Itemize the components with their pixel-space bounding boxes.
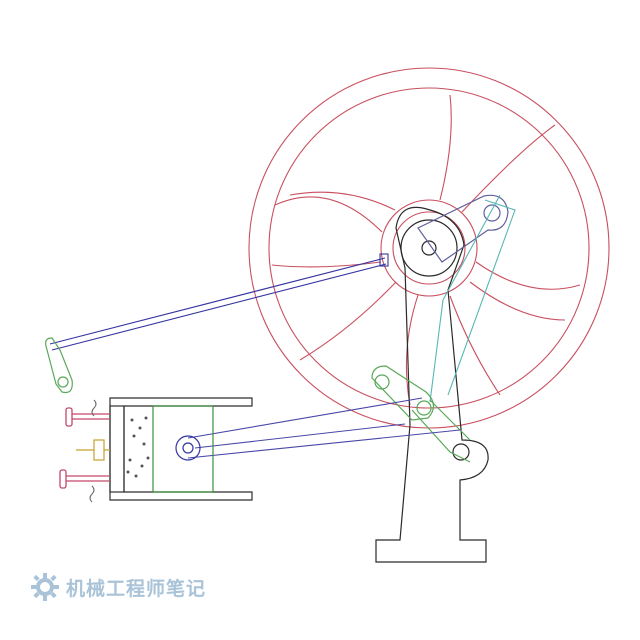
flywheel-spoke: [299, 281, 397, 361]
connecting-rod-line: [187, 429, 461, 459]
lower-link: [371, 365, 471, 463]
lower-pivot: [452, 443, 470, 461]
spark-plug: [76, 439, 110, 461]
intake-valve-head: [65, 407, 73, 427]
main-shaft: [421, 240, 437, 256]
flywheel-spoke: [289, 191, 396, 211]
upper-rod-end: [379, 253, 389, 267]
wrist-pin: [175, 435, 201, 461]
combustion-particles: [126, 416, 150, 478]
flywheel-spoke: [449, 295, 501, 396]
upper-rod-line: [49, 257, 386, 345]
gear-icon: [31, 573, 59, 601]
wrist-pin-outer: [175, 435, 201, 461]
flywheel-spoke: [475, 261, 581, 290]
lower-link-pin: [416, 400, 432, 416]
flywheel-outer-rim: [248, 67, 610, 429]
valve-spring: [91, 399, 97, 417]
cylinder-head: [109, 405, 125, 493]
cylinder-wall: [109, 397, 253, 501]
exhaust-valve: [59, 469, 110, 489]
rocker-arm-body: [45, 337, 73, 394]
flywheel-spoke: [271, 261, 382, 268]
valve-spring: [89, 485, 95, 503]
flywheel-spoke: [274, 196, 383, 233]
crank-pin: [483, 204, 501, 222]
upper-rod: [49, 253, 389, 351]
main-bearing: [400, 219, 458, 277]
wrist-pin-inner: [182, 442, 194, 454]
watermark-text: 机械工程师笔记: [66, 577, 207, 600]
flywheel-hub-inner: [392, 211, 466, 285]
rocker-arm: [45, 337, 73, 394]
flywheel: [248, 67, 610, 429]
piston: [152, 405, 214, 493]
flywheel-spoke: [461, 124, 556, 213]
valve-springs: [89, 399, 97, 503]
valve-link-rod: [429, 194, 516, 403]
connecting-rod-line: [187, 397, 423, 439]
upper-rod-line: [51, 263, 387, 351]
connecting-rods: [187, 397, 461, 459]
crank-arm-body: [417, 194, 509, 263]
piston-rod-line: [194, 423, 406, 449]
rocker-pivot: [57, 376, 69, 388]
cylinder: [109, 397, 253, 501]
lower-link-arm: [411, 399, 471, 463]
spark-plug-body: [93, 439, 105, 461]
watermark: 机械工程师笔记: [30, 572, 206, 602]
frame-pedestal: [375, 206, 489, 563]
flywheel-hub: [380, 199, 478, 297]
lower-link-body: [371, 365, 435, 421]
intake-valve: [65, 407, 110, 427]
exhaust-valve-head: [59, 469, 67, 489]
valve-link: [429, 194, 516, 403]
lower-link-pin: [374, 374, 390, 390]
frame: [375, 206, 489, 563]
flywheel-inner-rim: [268, 87, 590, 409]
crank-arm: [417, 194, 509, 263]
flywheel-spoke: [439, 94, 452, 201]
flywheel-spoke: [469, 281, 566, 321]
